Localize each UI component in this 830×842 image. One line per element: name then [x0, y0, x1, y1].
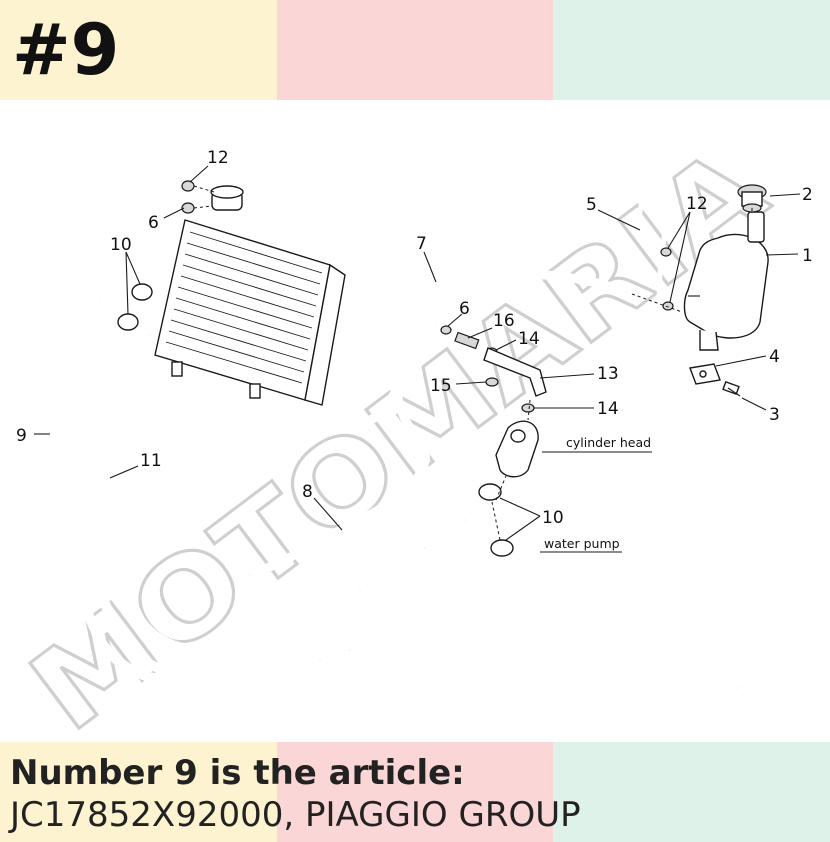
callout-7: 7 [416, 234, 427, 254]
band-mint [553, 0, 830, 100]
t-connector [483, 347, 547, 397]
cylinder-head-outlet [495, 420, 539, 478]
callout-12-tank: 12 [686, 194, 708, 214]
callout-3: 3 [769, 405, 780, 425]
callout-15: 15 [430, 376, 452, 396]
radiator [154, 185, 346, 406]
callout-10-pump: 10 [542, 508, 564, 528]
callout-6-radiator: 6 [148, 213, 159, 233]
hoses [16, 169, 741, 689]
bracket-and-screw [689, 363, 741, 397]
leader-lines [34, 165, 801, 553]
callout-5: 5 [586, 195, 597, 215]
callout-6-center: 6 [459, 299, 470, 319]
exploded-parts-diagram: MOTOMARIA [7, 121, 813, 742]
callout-14-upper: 14 [518, 329, 540, 349]
callout-9: 9 [16, 426, 27, 446]
note-water-pump: water pump [544, 536, 620, 551]
band-yellow [0, 0, 277, 100]
cap [737, 184, 767, 213]
band-mint [553, 742, 830, 842]
callout-10-radiator: 10 [110, 235, 132, 255]
top-color-band [0, 0, 830, 100]
band-pink [277, 742, 553, 842]
band-pink [277, 0, 553, 100]
bottom-color-band [0, 742, 830, 842]
note-cylinder-head: cylinder head [566, 435, 651, 450]
callout-2: 2 [802, 185, 813, 205]
page-title: #9 [12, 9, 120, 91]
callouts: 1 2 3 4 5 6 6 7 8 9 10 10 11 12 12 13 14… [16, 148, 813, 528]
callout-13: 13 [597, 364, 619, 384]
caption-heading: Number 9 is the article: [10, 753, 465, 793]
callout-14-lower: 14 [597, 399, 619, 419]
radiator-fins [165, 231, 323, 384]
clamps [117, 180, 674, 557]
assembly-lines [193, 185, 753, 541]
band-yellow [0, 742, 277, 842]
callout-8: 8 [302, 482, 313, 502]
expansion-tank [683, 211, 769, 351]
fitting-16 [454, 331, 480, 350]
caption-article: JC17852X92000, PIAGGIO GROUP [10, 795, 581, 835]
callout-16: 16 [493, 311, 515, 331]
callout-12-top: 12 [207, 148, 229, 168]
caption: Number 9 is the article: JC17852X92000, … [10, 752, 820, 836]
callout-4: 4 [769, 347, 780, 367]
callout-11: 11 [140, 451, 162, 471]
callout-1: 1 [802, 246, 813, 266]
